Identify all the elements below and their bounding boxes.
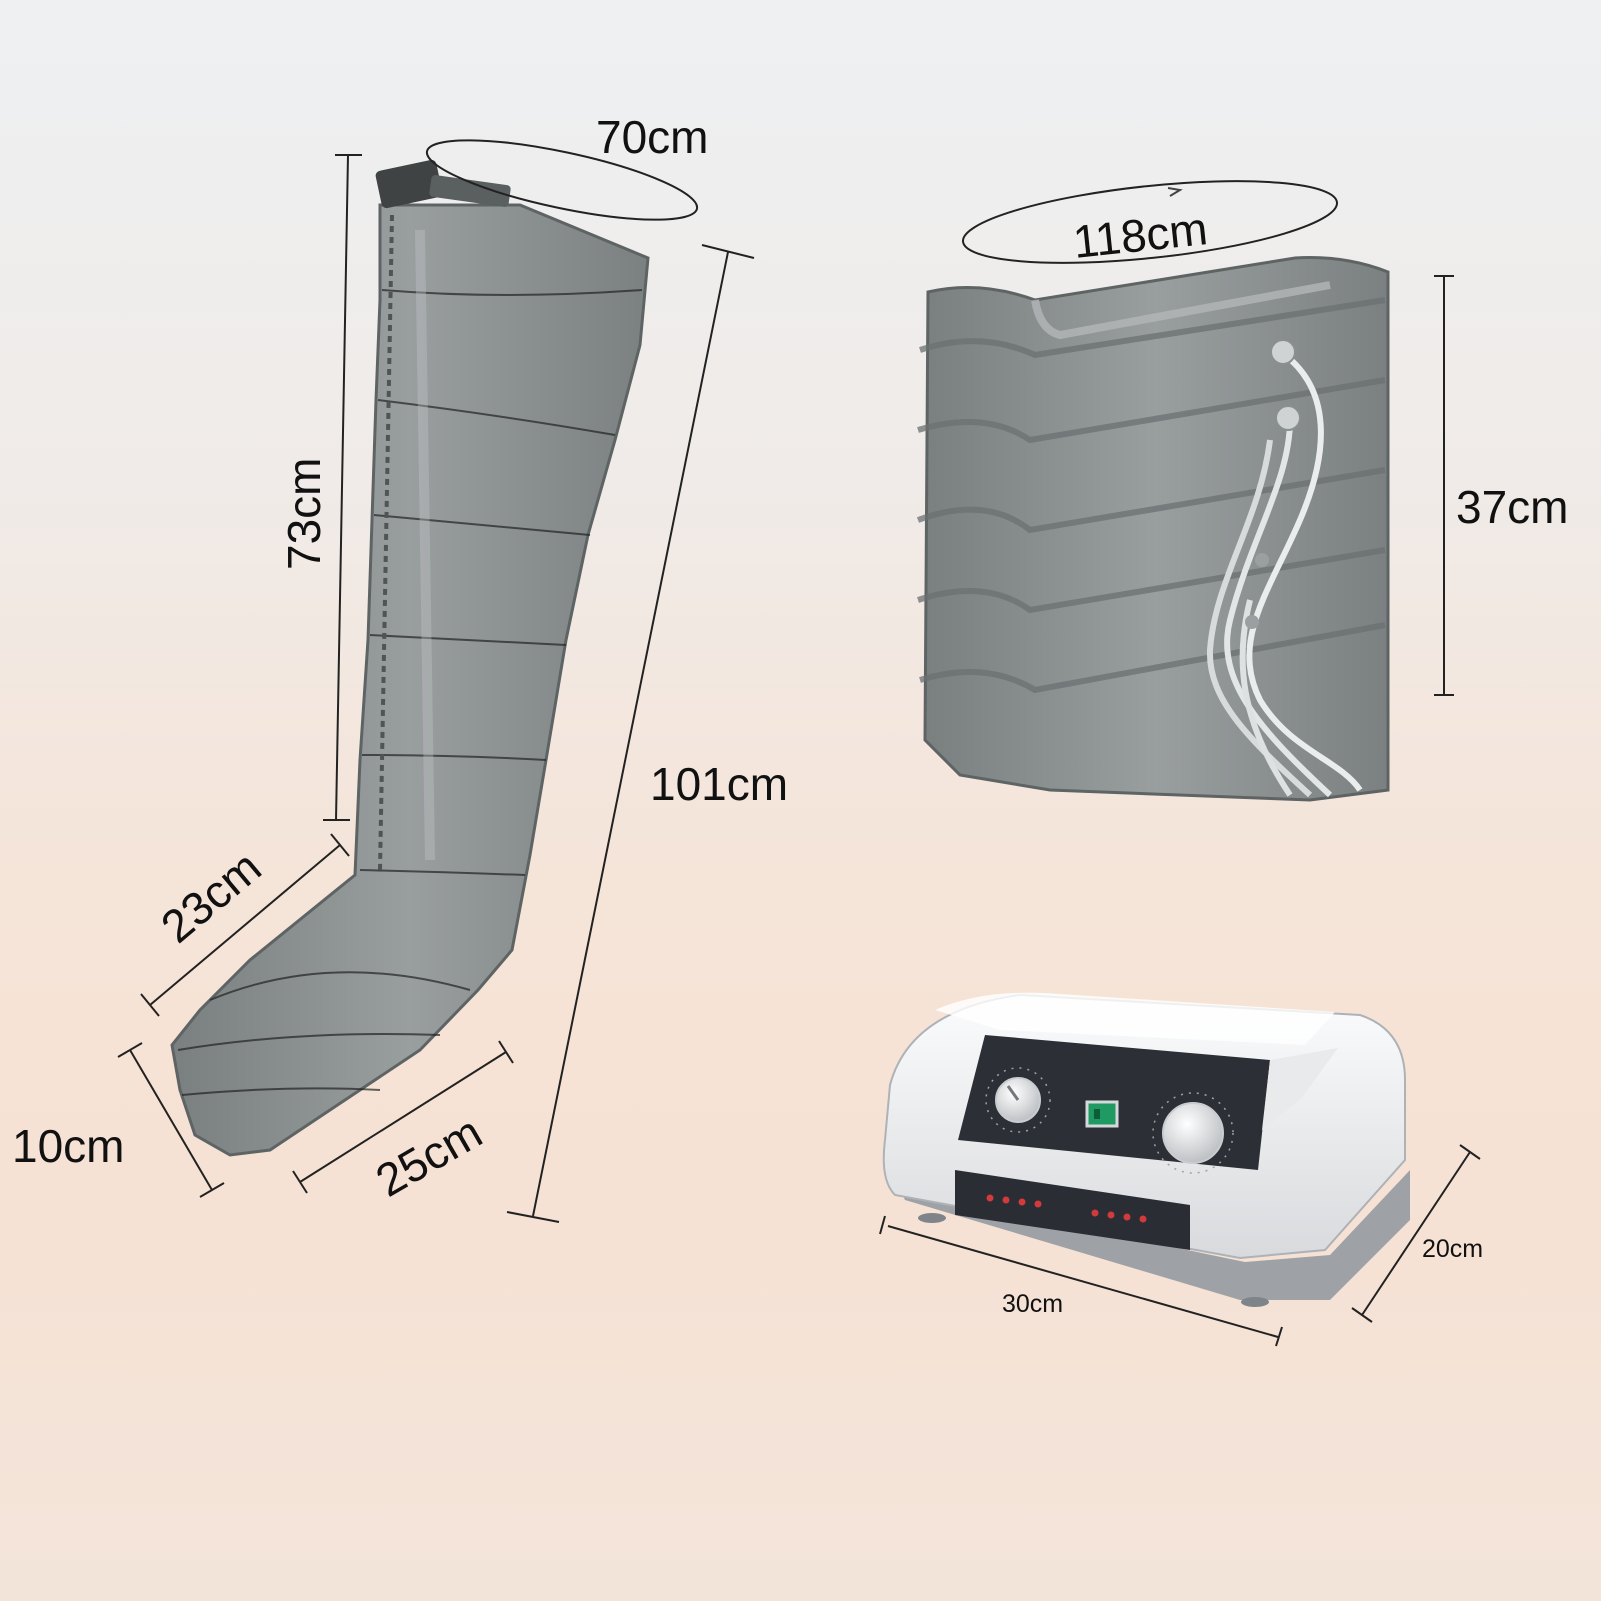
timer-dial-icon bbox=[985, 1067, 1051, 1133]
leg-upper-length-label: 73cm bbox=[278, 458, 330, 570]
output-ports bbox=[986, 1194, 1147, 1223]
leg-foot-length-dimension bbox=[292, 1040, 514, 1194]
waist-circumference-ring bbox=[961, 180, 1339, 264]
leg-upper-length-dimension bbox=[323, 154, 362, 821]
air-hoses bbox=[1206, 339, 1363, 798]
waist-circumference-label: 118cm bbox=[1071, 202, 1210, 268]
leg-total-length-dimension bbox=[506, 244, 755, 1223]
strap-buckle bbox=[375, 159, 443, 209]
leg-total-length-label: 101cm bbox=[650, 758, 788, 810]
waist-cuff-body bbox=[923, 256, 1390, 802]
leg-foot-height-label: 10cm bbox=[12, 1120, 124, 1172]
leg-foot-height-dimension bbox=[117, 1042, 225, 1198]
air-compression-controller bbox=[882, 992, 1410, 1307]
leg-foot-length-label: 25cm bbox=[367, 1105, 490, 1206]
leg-ankle-dimension bbox=[140, 833, 350, 1017]
leg-ankle-label: 23cm bbox=[151, 841, 271, 953]
controller-depth-label: 20cm bbox=[1422, 1235, 1483, 1263]
controller-width-label: 30cm bbox=[1002, 1290, 1063, 1318]
leg-top-circumference-label: 70cm bbox=[596, 111, 708, 163]
leg-cuff-body bbox=[170, 203, 650, 1157]
controller-depth-dimension bbox=[1351, 1144, 1481, 1323]
leg-top-circumference-ring bbox=[425, 139, 699, 221]
waist-height-dimension bbox=[1434, 275, 1454, 696]
leg-cuff-illustration bbox=[170, 159, 650, 1157]
waist-height-label: 37cm bbox=[1456, 481, 1568, 533]
waist-cuff-illustration bbox=[916, 256, 1390, 802]
power-switch-icon bbox=[1085, 1100, 1119, 1128]
controller-width-dimension bbox=[879, 1215, 1283, 1347]
pressure-dial-icon bbox=[1152, 1092, 1234, 1174]
